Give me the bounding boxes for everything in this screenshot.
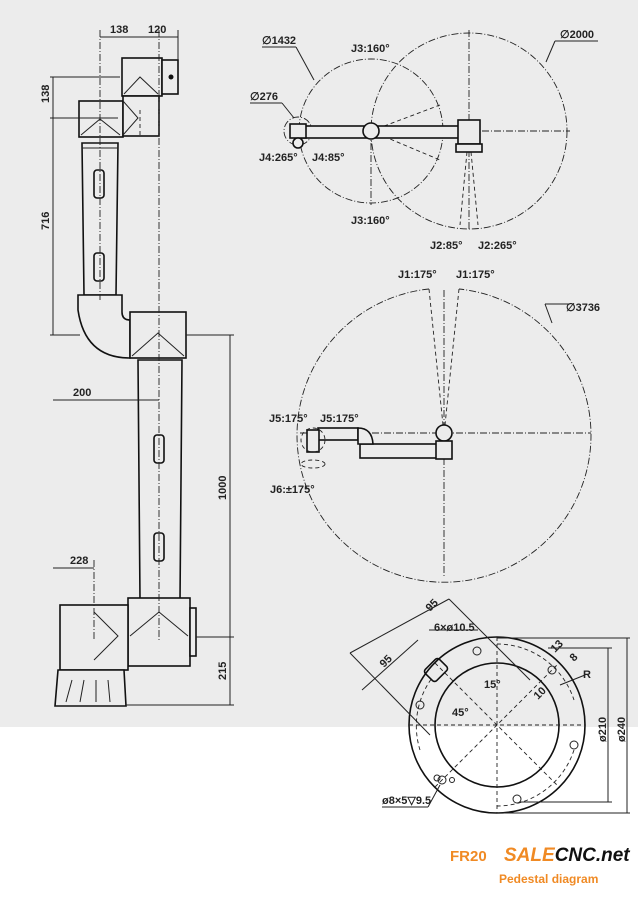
dim-215: 215 <box>217 662 229 680</box>
dim-138-side: 138 <box>40 85 52 103</box>
pedestal-diagram <box>349 598 630 814</box>
j2-left-label: J2:85° <box>430 240 463 252</box>
pin-holes-label: ø8×5▽9.5 <box>382 795 431 807</box>
j4-left-label: J4:265° <box>259 152 298 164</box>
brand-logo: SALECNC.net <box>504 845 630 866</box>
j5-right-label: J5:175° <box>320 413 359 425</box>
dim-228: 228 <box>70 555 88 567</box>
caption: Pedestal diagram <box>499 872 598 886</box>
holes-label: 6×ø10.5 <box>434 622 475 634</box>
dim-120: 120 <box>148 24 166 36</box>
angle-15-label: 15° <box>484 679 501 691</box>
radius-label: R <box>583 669 591 681</box>
j1-left-label: J1:175° <box>398 269 437 281</box>
j5-left-label: J5:175° <box>269 413 308 425</box>
brand-logo-sale: SALE <box>504 845 556 866</box>
robot-side-view <box>54 30 197 707</box>
j6-label: J6:±175° <box>270 484 315 496</box>
dia-2000-label: ∅2000 <box>560 29 594 41</box>
model-label: FR20 <box>450 848 487 865</box>
angle-45-label: 45° <box>452 707 469 719</box>
watermark: FR20 <box>4 721 214 817</box>
dia-240-label: ø240 <box>616 717 628 742</box>
dia-3736-label: ∅3736 <box>566 302 600 314</box>
j3-top-label: J3:160° <box>351 43 390 55</box>
dia-1432-label: ∅1432 <box>262 35 296 47</box>
j2-right-label: J2:265° <box>478 240 517 252</box>
dia-276-label: ∅276 <box>250 91 278 103</box>
brand-logo-cnc: CNC.net <box>555 845 631 866</box>
j1-right-label: J1:175° <box>456 269 495 281</box>
front-view <box>296 288 592 583</box>
j4-right-label: J4:85° <box>312 152 345 164</box>
dim-200: 200 <box>73 387 91 399</box>
top-view <box>250 30 598 230</box>
dim-138-top: 138 <box>110 24 128 36</box>
dim-716: 716 <box>40 212 52 230</box>
dia-210-label: ø210 <box>597 717 609 742</box>
side-view-dimensions: 138 120 138 716 200 1000 215 228 <box>40 24 234 706</box>
j3-bottom-label: J3:160° <box>351 215 390 227</box>
dim-1000: 1000 <box>217 476 229 500</box>
